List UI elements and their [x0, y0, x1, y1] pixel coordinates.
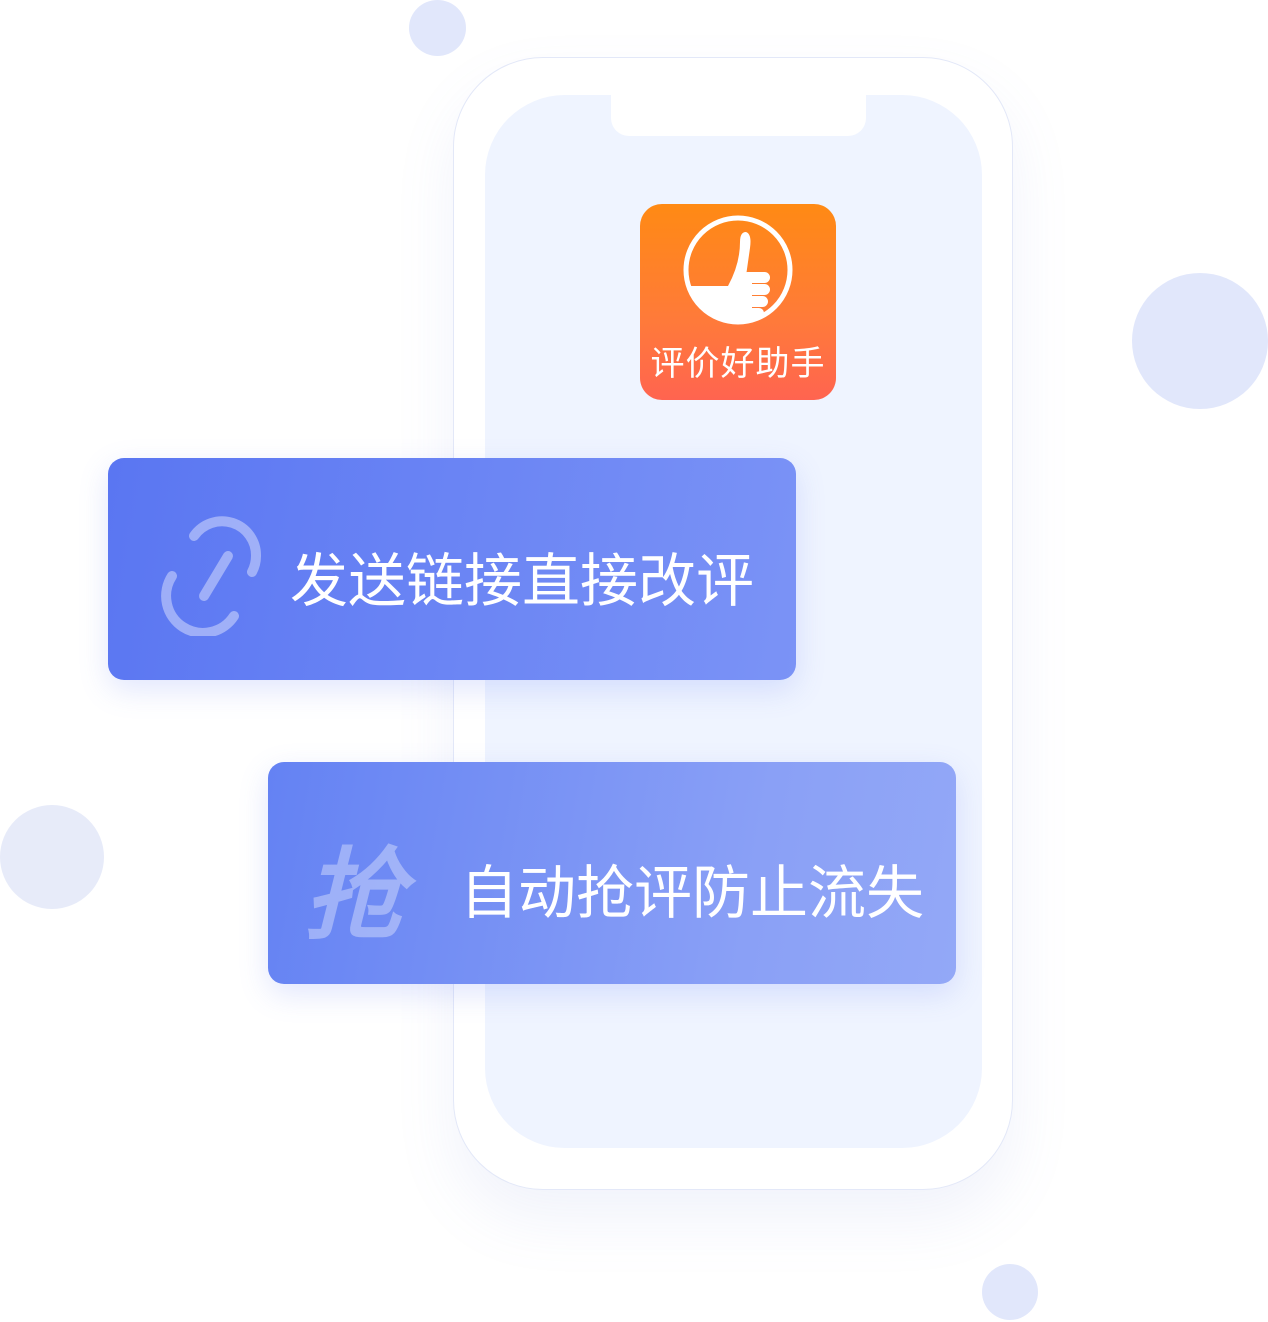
- thumbs-up-icon: [683, 215, 793, 325]
- link-icon: [161, 516, 262, 636]
- app-name: 评价好助手: [650, 344, 826, 384]
- app-icon[interactable]: 评价好助手: [640, 204, 836, 400]
- decor-circle: [409, 0, 466, 56]
- decor-circle: [0, 805, 104, 909]
- feature-card-send-link: 发送链接直接改评: [108, 458, 796, 680]
- decor-circle: [1132, 273, 1268, 409]
- feature-card-auto-grab: 抢 自动抢评防止流失: [268, 762, 956, 984]
- feature-label: 发送链接直接改评: [290, 547, 755, 615]
- decor-circle: [982, 1264, 1038, 1320]
- grab-icon: 抢: [304, 837, 404, 954]
- feature-label: 自动抢评防止流失: [460, 859, 925, 927]
- phone-notch: [611, 95, 866, 136]
